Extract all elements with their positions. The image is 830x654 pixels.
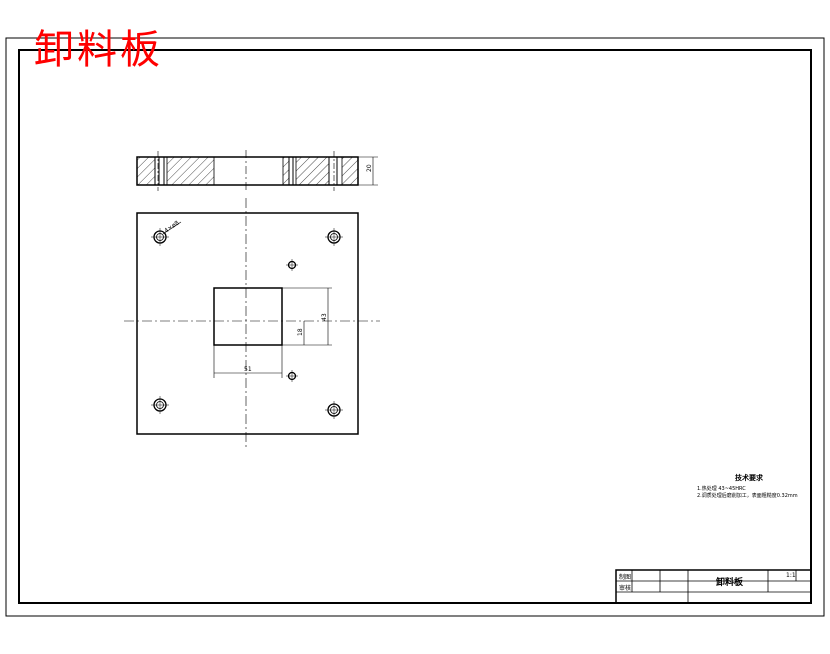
hatch-region (136, 156, 156, 186)
hatch-region (341, 156, 359, 186)
central-opening (213, 287, 283, 346)
corner-hole-callout: 4×ø8 (163, 219, 181, 234)
plan-view: 4×ø8 43 18 51 (124, 198, 380, 448)
corner-hole (151, 396, 169, 414)
inner-frame (18, 49, 812, 604)
title-block-scale: 1:1 (786, 572, 796, 579)
thickness-dimension: 20 (366, 164, 373, 172)
plate-outline (136, 212, 359, 435)
title-block (615, 569, 812, 604)
corner-hole (151, 228, 169, 246)
corner-hole (325, 401, 343, 419)
technical-requirement-item: 2.调质处理后磨削加工，表面粗糙度0.32mm (697, 493, 798, 499)
technical-requirement-item: 1.热处理 43~45HRC (697, 486, 746, 492)
outer-frame (5, 37, 825, 617)
title-block-part-name: 卸料板 (716, 578, 744, 588)
drawing-title: 卸料板 (34, 27, 163, 73)
opening-width-dimension: 51 (244, 366, 252, 373)
pin-hole (286, 259, 298, 271)
hatch-region (166, 156, 215, 186)
title-block-label-drawn: 制图 (619, 574, 632, 581)
hatch-region (282, 156, 290, 186)
section-view: 20 (136, 150, 378, 193)
opening-height-dimension: 43 (321, 313, 328, 321)
technical-requirements-heading: 技术要求 (735, 474, 763, 482)
hatch-region (295, 156, 330, 186)
title-block-label-checked: 审核 (619, 585, 632, 592)
opening-offset-dimension: 18 (297, 328, 304, 336)
pin-hole (286, 370, 298, 382)
corner-hole (325, 228, 343, 246)
